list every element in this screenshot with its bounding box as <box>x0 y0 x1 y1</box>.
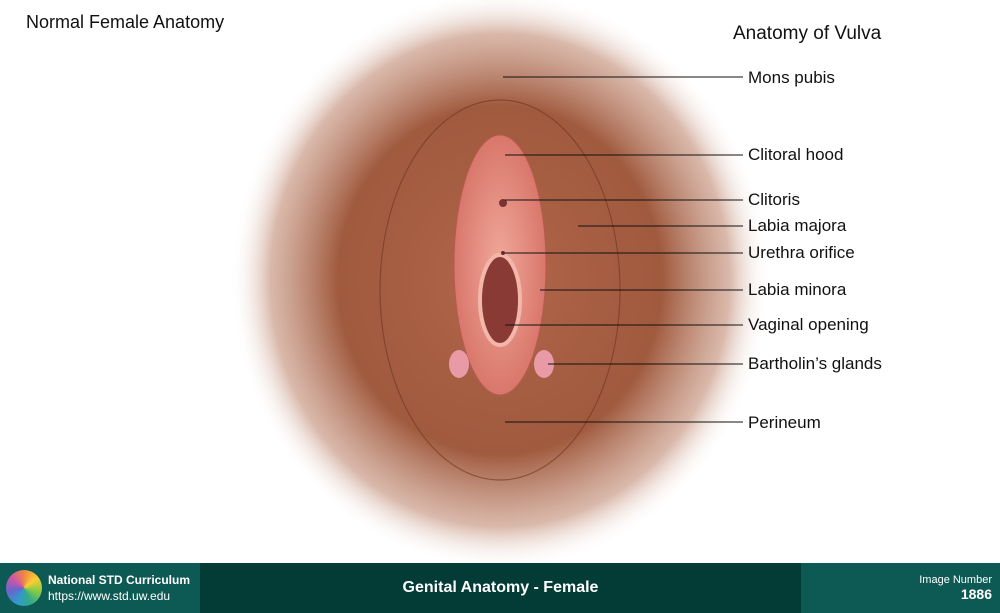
image-number: 1886 <box>960 586 992 602</box>
org-name: National STD Curriculum <box>48 573 191 587</box>
label-clitoral-hood: Clitoral hood <box>748 145 844 164</box>
figure-title: Normal Female Anatomy <box>26 12 225 32</box>
image-caption: Genital Anatomy - Female <box>200 563 801 613</box>
curriculum-logo-icon <box>6 570 42 606</box>
image-number-label: Image Number <box>919 574 992 586</box>
label-perineum: Perineum <box>748 413 821 432</box>
diagram-title: Anatomy of Vulva <box>733 23 882 44</box>
clitoris-shape <box>499 199 507 207</box>
bartholin-gland-right <box>534 350 554 378</box>
vaginal-opening-shape <box>478 253 522 347</box>
leader-lines <box>503 76 743 423</box>
label-labia-minora: Labia minora <box>748 280 847 299</box>
org-block[interactable]: National STD Curriculum https://www.std.… <box>0 563 200 613</box>
anatomy-illustration <box>230 0 770 563</box>
footer: National STD Curriculum https://www.std.… <box>0 563 1000 613</box>
urethra-shape <box>501 251 505 255</box>
label-urethra-orifice: Urethra orifice <box>748 243 855 262</box>
label-vaginal-opening: Vaginal opening <box>748 315 869 334</box>
label-mons-pubis: Mons pubis <box>748 68 835 87</box>
image-number-block: Image Number 1886 <box>801 563 1000 613</box>
org-url[interactable]: https://www.std.uw.edu <box>48 589 171 603</box>
label-clitoris: Clitoris <box>748 190 800 209</box>
label-bartholins-glands: Bartholin’s glands <box>748 354 882 373</box>
label-labia-majora: Labia majora <box>748 216 847 235</box>
bartholin-gland-left <box>449 350 469 378</box>
